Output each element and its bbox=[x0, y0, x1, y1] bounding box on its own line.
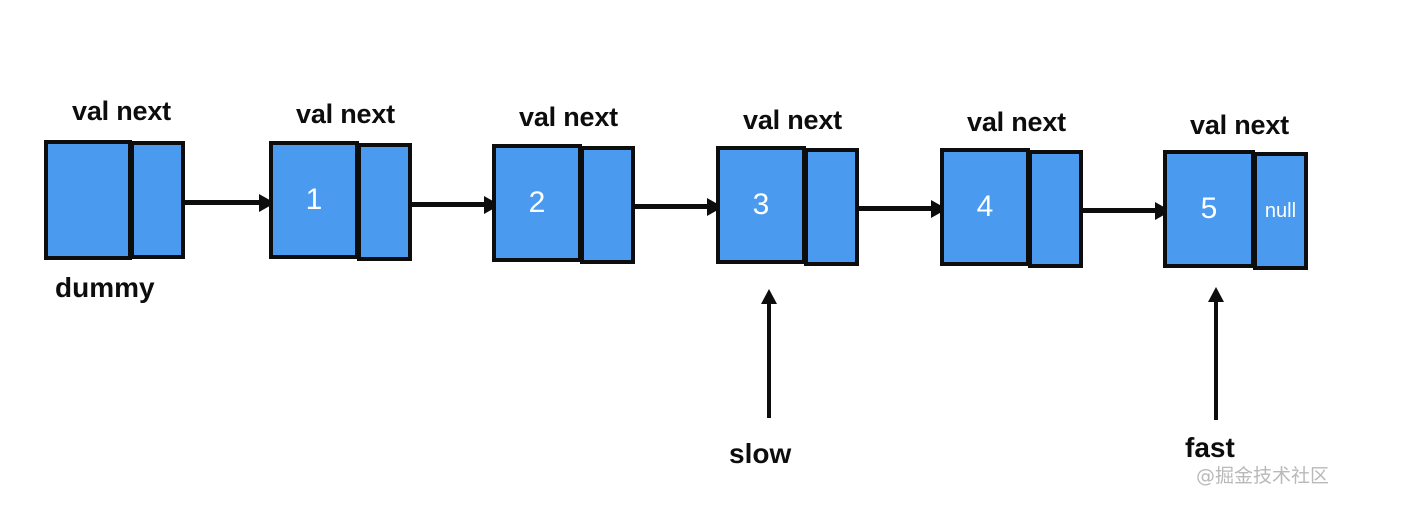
arrow-2-to-3 bbox=[608, 204, 720, 209]
list-node-node-3[interactable]: 3 bbox=[716, 146, 859, 266]
node-val-cell-node-1[interactable]: 1 bbox=[269, 141, 359, 259]
arrow-4-to-5 bbox=[1056, 208, 1168, 213]
list-node-node-2[interactable]: 2 bbox=[492, 144, 635, 264]
node-val-cell-node-5[interactable]: 5 bbox=[1163, 150, 1255, 268]
list-node-dummy[interactable] bbox=[44, 140, 185, 260]
node-header-label-node-4: val next bbox=[967, 107, 1066, 137]
dummy-label: dummy bbox=[55, 272, 155, 303]
node-val-cell-dummy[interactable] bbox=[44, 140, 132, 260]
node-next-cell-dummy[interactable] bbox=[130, 141, 185, 259]
node-next-cell-node-3[interactable] bbox=[804, 148, 859, 266]
node-val-value-node-4: 4 bbox=[976, 190, 994, 223]
list-node-node-5[interactable]: 5 null bbox=[1163, 150, 1308, 270]
fast-pointer-label: fast bbox=[1185, 432, 1235, 463]
node-next-cell-node-4[interactable] bbox=[1028, 150, 1083, 268]
arrow-1-to-2 bbox=[385, 202, 497, 207]
node-val-value-node-2: 2 bbox=[528, 186, 546, 219]
node-val-cell-node-2[interactable]: 2 bbox=[492, 144, 582, 262]
node-header-label-dummy: val next bbox=[72, 96, 171, 126]
fast-pointer-arrow bbox=[1214, 298, 1218, 420]
node-next-cell-node-2[interactable] bbox=[580, 146, 635, 264]
slow-pointer-label: slow bbox=[729, 438, 792, 469]
list-node-node-1[interactable]: 1 bbox=[269, 141, 412, 261]
arrow-dummy-to-1 bbox=[160, 200, 272, 205]
node-next-cell-node-1[interactable] bbox=[357, 143, 412, 261]
node-val-cell-node-4[interactable]: 4 bbox=[940, 148, 1030, 266]
node-next-value-node-5: null bbox=[1264, 200, 1297, 222]
slow-pointer-arrow bbox=[767, 300, 771, 418]
node-next-cell-node-5[interactable]: null bbox=[1253, 152, 1308, 270]
node-val-value-node-1: 1 bbox=[305, 183, 323, 216]
node-val-value-node-3: 3 bbox=[752, 188, 770, 221]
list-node-node-4[interactable]: 4 bbox=[940, 148, 1083, 268]
node-val-value-node-5: 5 bbox=[1200, 192, 1218, 225]
node-val-cell-node-3[interactable]: 3 bbox=[716, 146, 806, 264]
node-header-label-node-2: val next bbox=[519, 102, 618, 132]
watermark: @掘金技术社区 bbox=[1196, 465, 1330, 487]
node-header-label-node-5: val next bbox=[1190, 110, 1289, 140]
arrow-3-to-4 bbox=[832, 206, 944, 211]
node-header-label-node-3: val next bbox=[743, 105, 842, 135]
node-header-label-node-1: val next bbox=[296, 99, 395, 129]
